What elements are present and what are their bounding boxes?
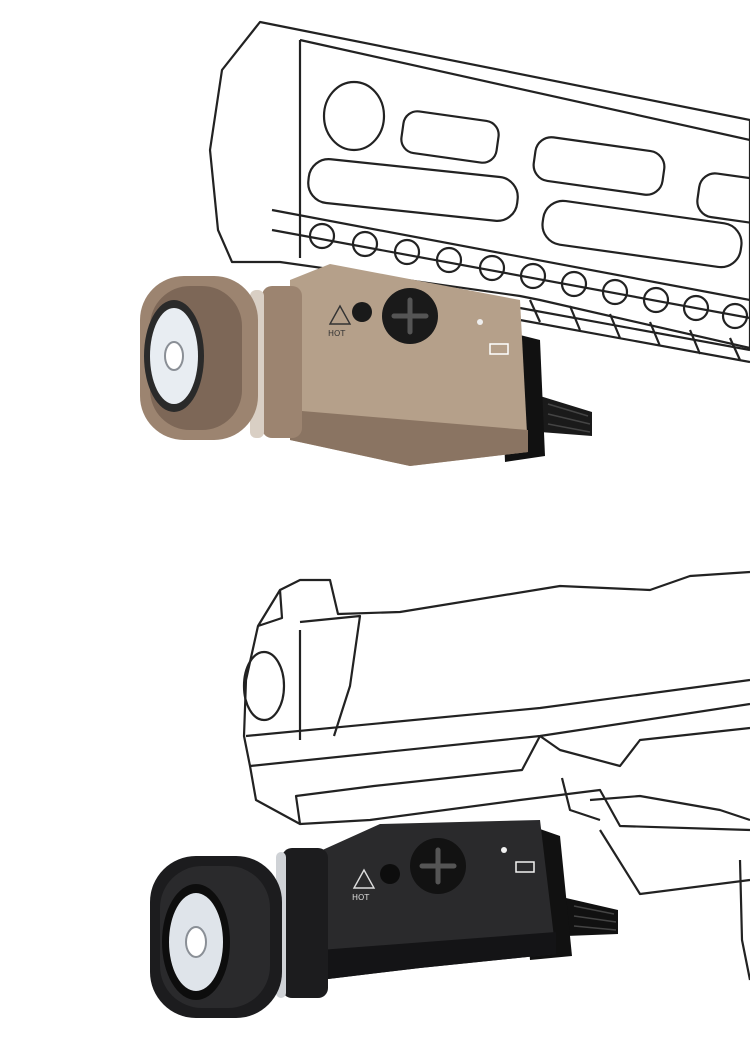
battery-icon — [515, 861, 535, 873]
pistol-mount-scene: HOT — [0, 500, 750, 1060]
tan-weapon-light: HOT — [140, 264, 592, 466]
rifle-mount-scene: HOT — [0, 0, 750, 500]
pistol-outline: HOT — [150, 570, 750, 1018]
warning-triangle-icon — [328, 304, 352, 325]
rifle-handguard-outline: HOT — [140, 20, 750, 466]
warning-triangle-icon — [352, 868, 376, 889]
black-weapon-light: HOT — [150, 820, 618, 1018]
battery-icon — [489, 343, 509, 355]
hot-label: HOT — [328, 329, 345, 338]
hot-label: HOT — [352, 893, 369, 902]
